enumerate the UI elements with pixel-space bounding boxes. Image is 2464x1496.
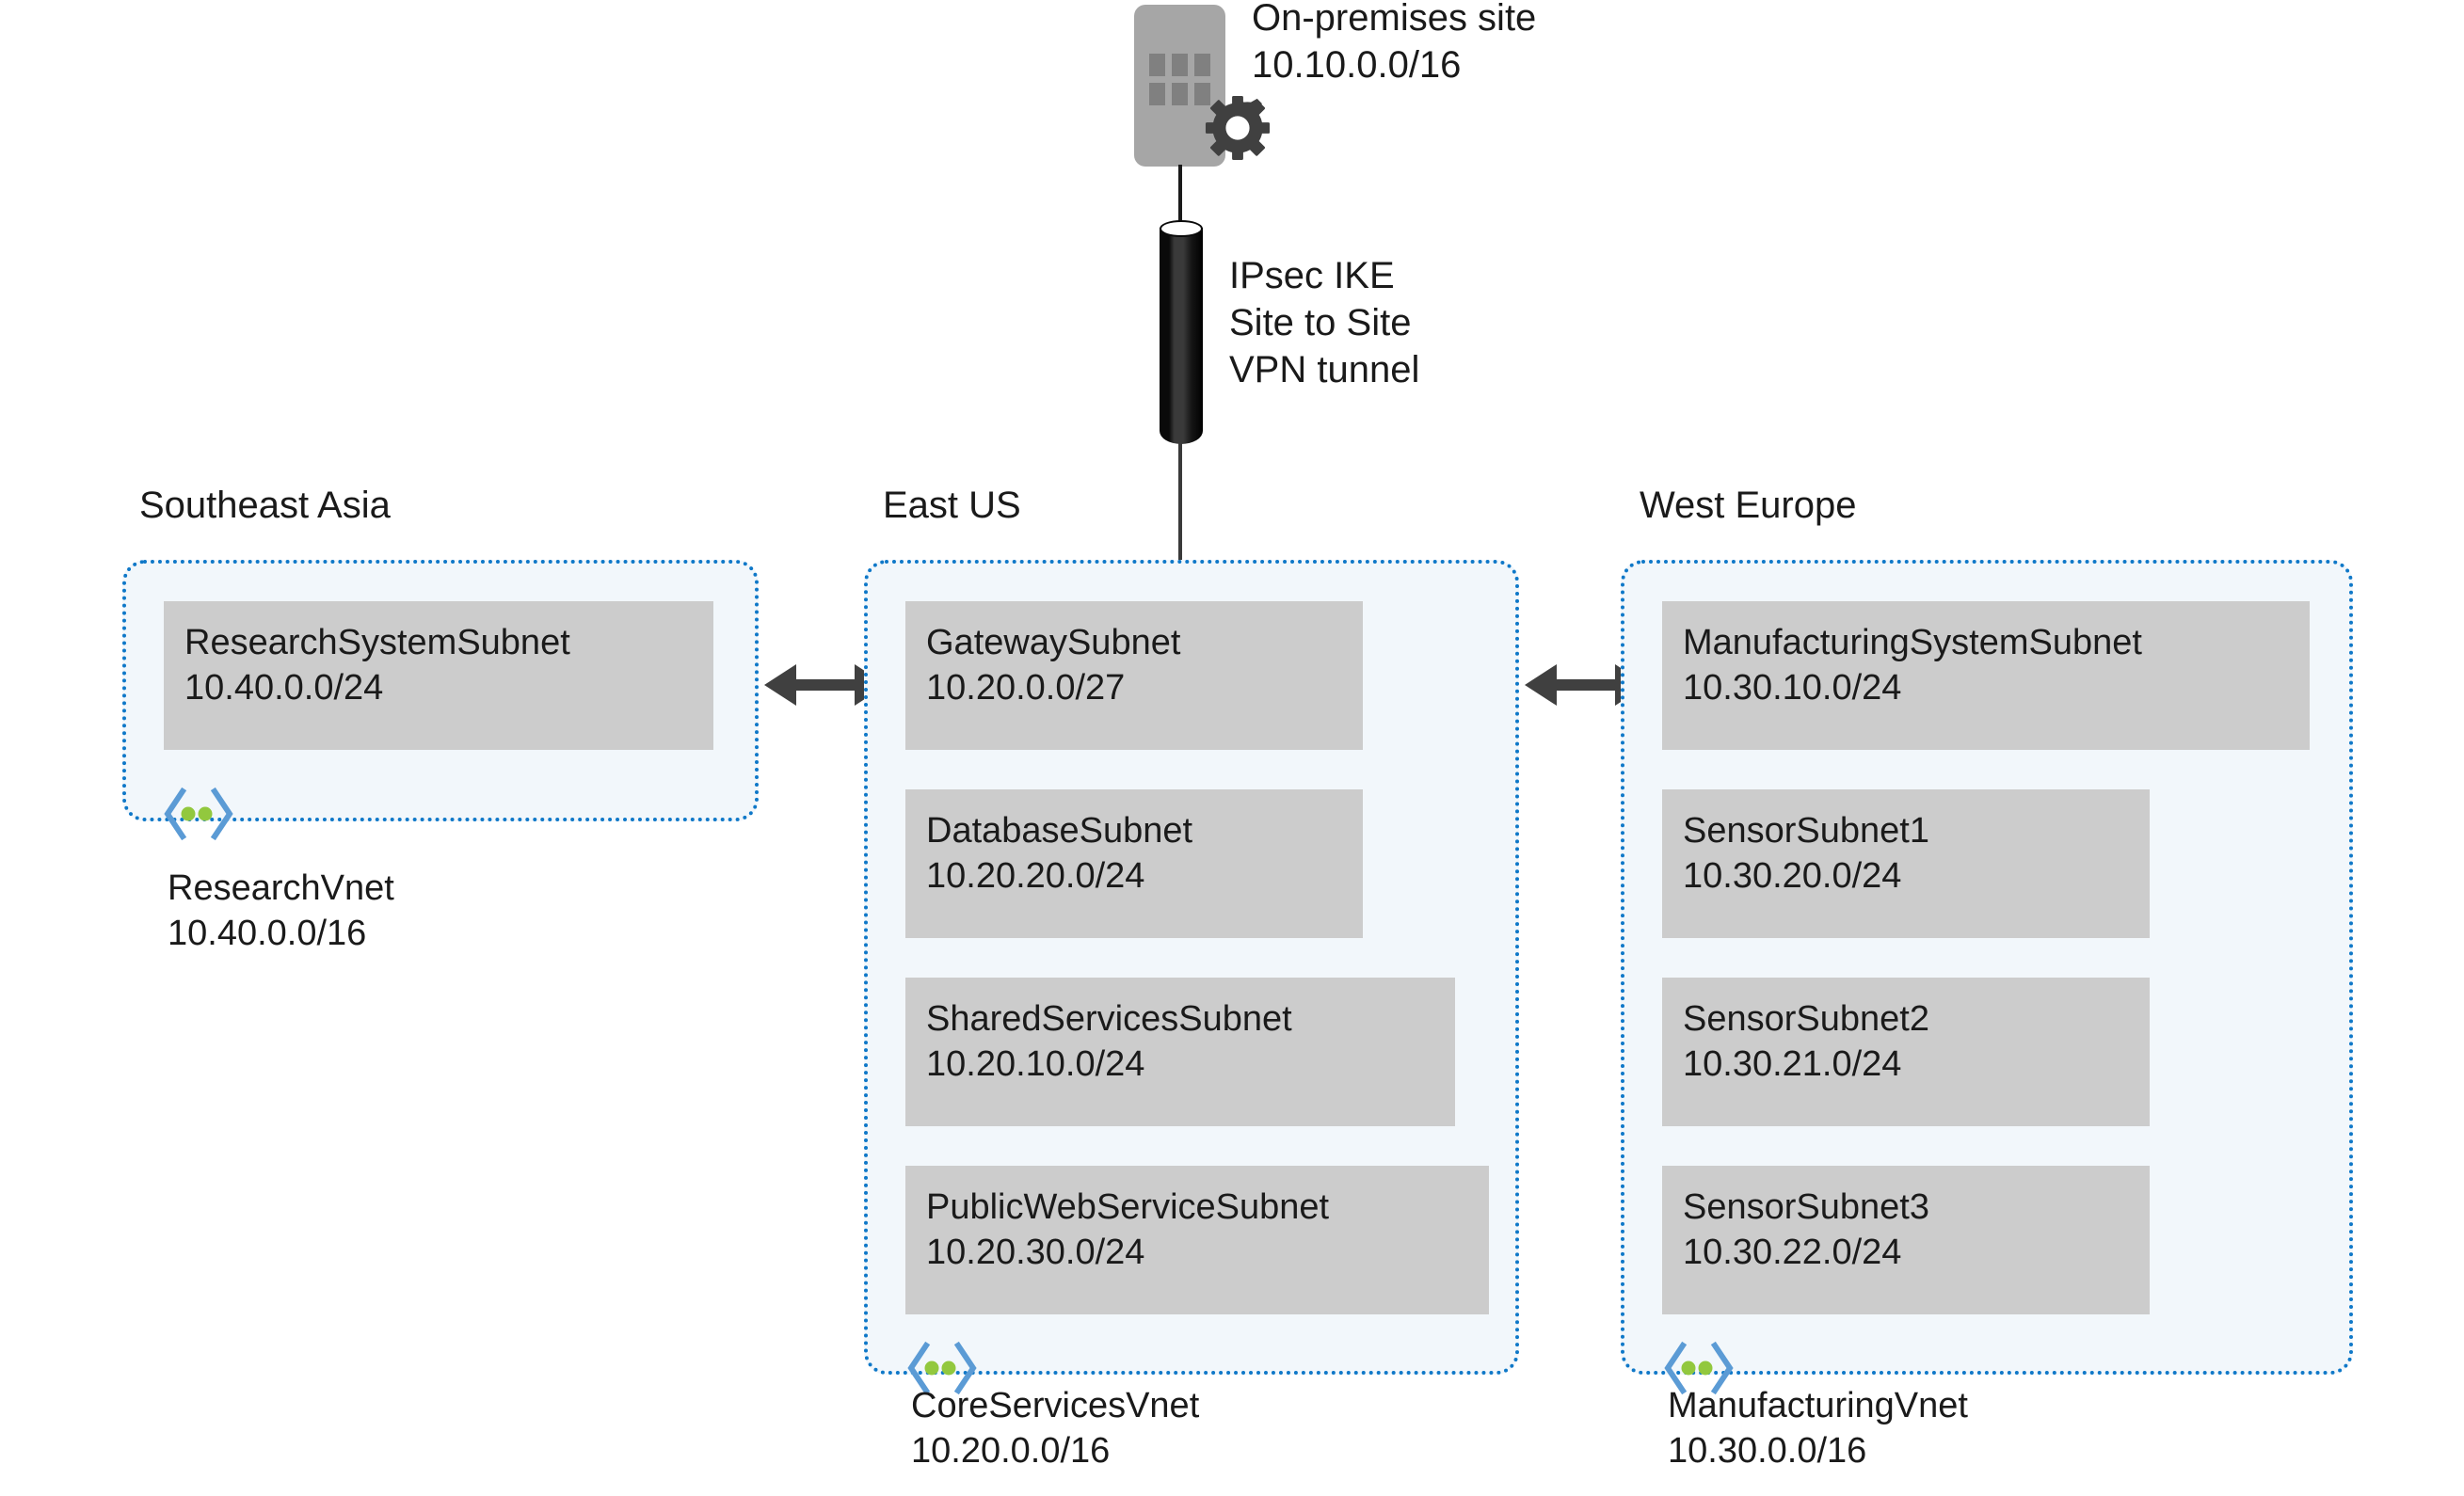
subnet-name: ResearchSystemSubnet (184, 623, 570, 662)
subnet-cidr: 10.20.20.0/24 (926, 856, 1145, 896)
subnet-research-system: ResearchSystemSubnet 10.40.0.0/24 (164, 601, 713, 750)
subnet-cidr: 10.30.22.0/24 (1683, 1233, 1902, 1272)
vpn-tunnel-icon (1160, 228, 1203, 444)
subnet-sensor-1: SensorSubnet1 10.30.20.0/24 (1662, 789, 2150, 938)
subnet-cidr: 10.30.21.0/24 (1683, 1044, 1902, 1084)
vpn-tunnel-opening (1160, 220, 1203, 237)
tunnel-connector-upper (1178, 165, 1182, 231)
subnet-manufacturing-system: ManufacturingSystemSubnet 10.30.10.0/24 (1662, 601, 2310, 750)
subnet-name: DatabaseSubnet (926, 811, 1193, 851)
vnet-label-coreservices: CoreServicesVnet 10.20.0.0/16 (911, 1383, 1199, 1473)
vnet-cidr: 10.20.0.0/16 (911, 1431, 1111, 1471)
subnet-public-web-service: PublicWebServiceSubnet 10.20.30.0/24 (905, 1166, 1489, 1314)
subnet-cidr: 10.30.10.0/24 (1683, 668, 1902, 708)
on-premises-site-label: On-premises site 10.10.0.0/16 (1252, 0, 1536, 88)
vnet-name: CoreServicesVnet (911, 1386, 1200, 1425)
subnet-cidr: 10.20.0.0/27 (926, 668, 1126, 708)
subnet-name: ManufacturingSystemSubnet (1683, 623, 2142, 662)
vnet-icon-manufacturing (1664, 1341, 1734, 1395)
vnet-name: ResearchVnet (168, 868, 394, 908)
vpn-tunnel-line-3: VPN tunnel (1229, 349, 1420, 390)
subnet-name: GatewaySubnet (926, 623, 1181, 662)
vnet-icon-coreservices (907, 1341, 977, 1395)
vnet-label-manufacturing: ManufacturingVnet 10.30.0.0/16 (1668, 1383, 1968, 1473)
subnet-name: PublicWebServiceSubnet (926, 1187, 1330, 1227)
vnet-cidr: 10.40.0.0/16 (168, 914, 367, 953)
vpn-tunnel-line-2: Site to Site (1229, 302, 1412, 343)
region-label-southeast-asia: Southeast Asia (139, 485, 391, 526)
vnet-box-research: ResearchSystemSubnet 10.40.0.0/24 (122, 560, 759, 821)
subnet-shared-services: SharedServicesSubnet 10.20.10.0/24 (905, 978, 1455, 1126)
vpn-tunnel-label: IPsec IKE Site to Site VPN tunnel (1229, 252, 1419, 393)
double-arrow-icon-core-manufacturing (1525, 664, 1647, 706)
subnet-cidr: 10.20.30.0/24 (926, 1233, 1145, 1272)
on-premises-site-cidr: 10.10.0.0/16 (1252, 44, 1462, 86)
subnet-sensor-3: SensorSubnet3 10.30.22.0/24 (1662, 1166, 2150, 1314)
tunnel-connector-lower (1178, 438, 1182, 561)
server-building-icon (1134, 5, 1225, 167)
subnet-cidr: 10.30.20.0/24 (1683, 856, 1902, 896)
vpn-tunnel-line-1: IPsec IKE (1229, 255, 1395, 296)
subnet-sensor-2: SensorSubnet2 10.30.21.0/24 (1662, 978, 2150, 1126)
vnet-box-coreservices: GatewaySubnet 10.20.0.0/27 DatabaseSubne… (864, 560, 1519, 1375)
on-premises-site-name: On-premises site (1252, 0, 1537, 39)
subnet-cidr: 10.20.10.0/24 (926, 1044, 1145, 1084)
gear-icon (1205, 95, 1271, 161)
vnet-cidr: 10.30.0.0/16 (1668, 1431, 1867, 1471)
subnet-name: SensorSubnet2 (1683, 999, 1929, 1039)
subnet-gateway: GatewaySubnet 10.20.0.0/27 (905, 601, 1363, 750)
subnet-database: DatabaseSubnet 10.20.20.0/24 (905, 789, 1363, 938)
region-label-east-us: East US (883, 485, 1021, 526)
region-label-west-europe: West Europe (1640, 485, 1857, 526)
subnet-name: SharedServicesSubnet (926, 999, 1292, 1039)
subnet-name: SensorSubnet1 (1683, 811, 1929, 851)
building-windows (1149, 54, 1210, 105)
vnet-box-manufacturing: ManufacturingSystemSubnet 10.30.10.0/24 … (1621, 560, 2353, 1375)
vnet-name: ManufacturingVnet (1668, 1386, 1968, 1425)
vnet-icon-research (164, 787, 233, 841)
double-arrow-icon-research-core (764, 664, 887, 706)
vnet-label-research: ResearchVnet 10.40.0.0/16 (168, 866, 394, 956)
subnet-cidr: 10.40.0.0/24 (184, 668, 384, 708)
subnet-name: SensorSubnet3 (1683, 1187, 1929, 1227)
